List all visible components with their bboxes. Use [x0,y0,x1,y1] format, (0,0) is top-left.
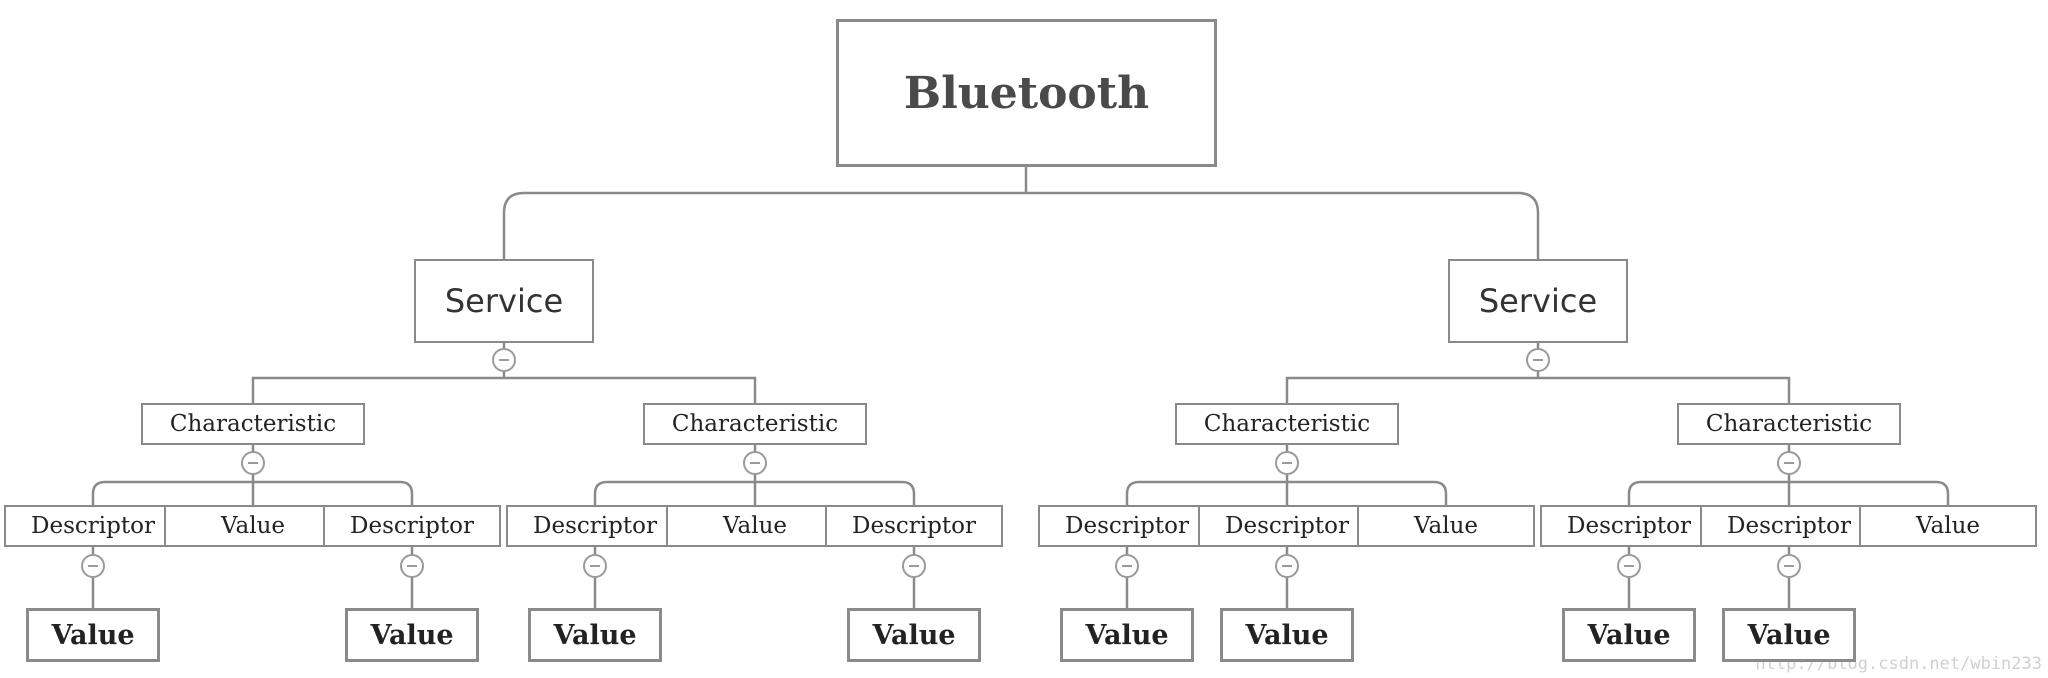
collapse-toggle-icon[interactable] [400,554,424,578]
descriptor-value-node: Value [1722,608,1856,662]
collapse-toggle-icon[interactable] [1777,451,1801,475]
descriptor-node: Descriptor [825,505,1003,547]
descriptor-value-node: Value [847,608,981,662]
collapse-toggle-icon[interactable] [902,554,926,578]
service-node: Service [1448,259,1628,343]
descriptor-node: Descriptor [1198,505,1376,547]
descriptor-value-node: Value [26,608,160,662]
collapse-toggle-icon[interactable] [1275,451,1299,475]
value-node: Value [1859,505,2037,547]
collapse-toggle-icon[interactable] [743,451,767,475]
descriptor-node: Descriptor [1700,505,1878,547]
collapse-toggle-icon[interactable] [1777,554,1801,578]
value-node: Value [164,505,342,547]
descriptor-value-node: Value [345,608,479,662]
connector-line [251,376,757,403]
collapse-toggle-icon[interactable] [492,348,516,372]
value-node: Value [1357,505,1535,547]
descriptor-node: Descriptor [1540,505,1718,547]
connector-line [1285,376,1791,403]
value-node: Value [666,505,844,547]
descriptor-value-node: Value [1562,608,1696,662]
descriptor-node: Descriptor [1038,505,1216,547]
collapse-toggle-icon[interactable] [1115,554,1139,578]
collapse-toggle-icon[interactable] [81,554,105,578]
characteristic-node: Characteristic [1175,403,1399,445]
descriptor-node: Descriptor [4,505,182,547]
descriptor-node: Descriptor [323,505,501,547]
descriptor-value-node: Value [1220,608,1354,662]
descriptor-value-node: Value [1060,608,1194,662]
characteristic-node: Characteristic [1677,403,1901,445]
root-node-bluetooth: Bluetooth [836,19,1217,167]
characteristic-node: Characteristic [643,403,867,445]
descriptor-value-node: Value [528,608,662,662]
collapse-toggle-icon[interactable] [1526,348,1550,372]
service-node: Service [414,259,594,343]
collapse-toggle-icon[interactable] [241,451,265,475]
characteristic-node: Characteristic [141,403,365,445]
collapse-toggle-icon[interactable] [1617,554,1641,578]
connector-line [502,191,1540,259]
descriptor-node: Descriptor [506,505,684,547]
collapse-toggle-icon[interactable] [1275,554,1299,578]
collapse-toggle-icon[interactable] [583,554,607,578]
